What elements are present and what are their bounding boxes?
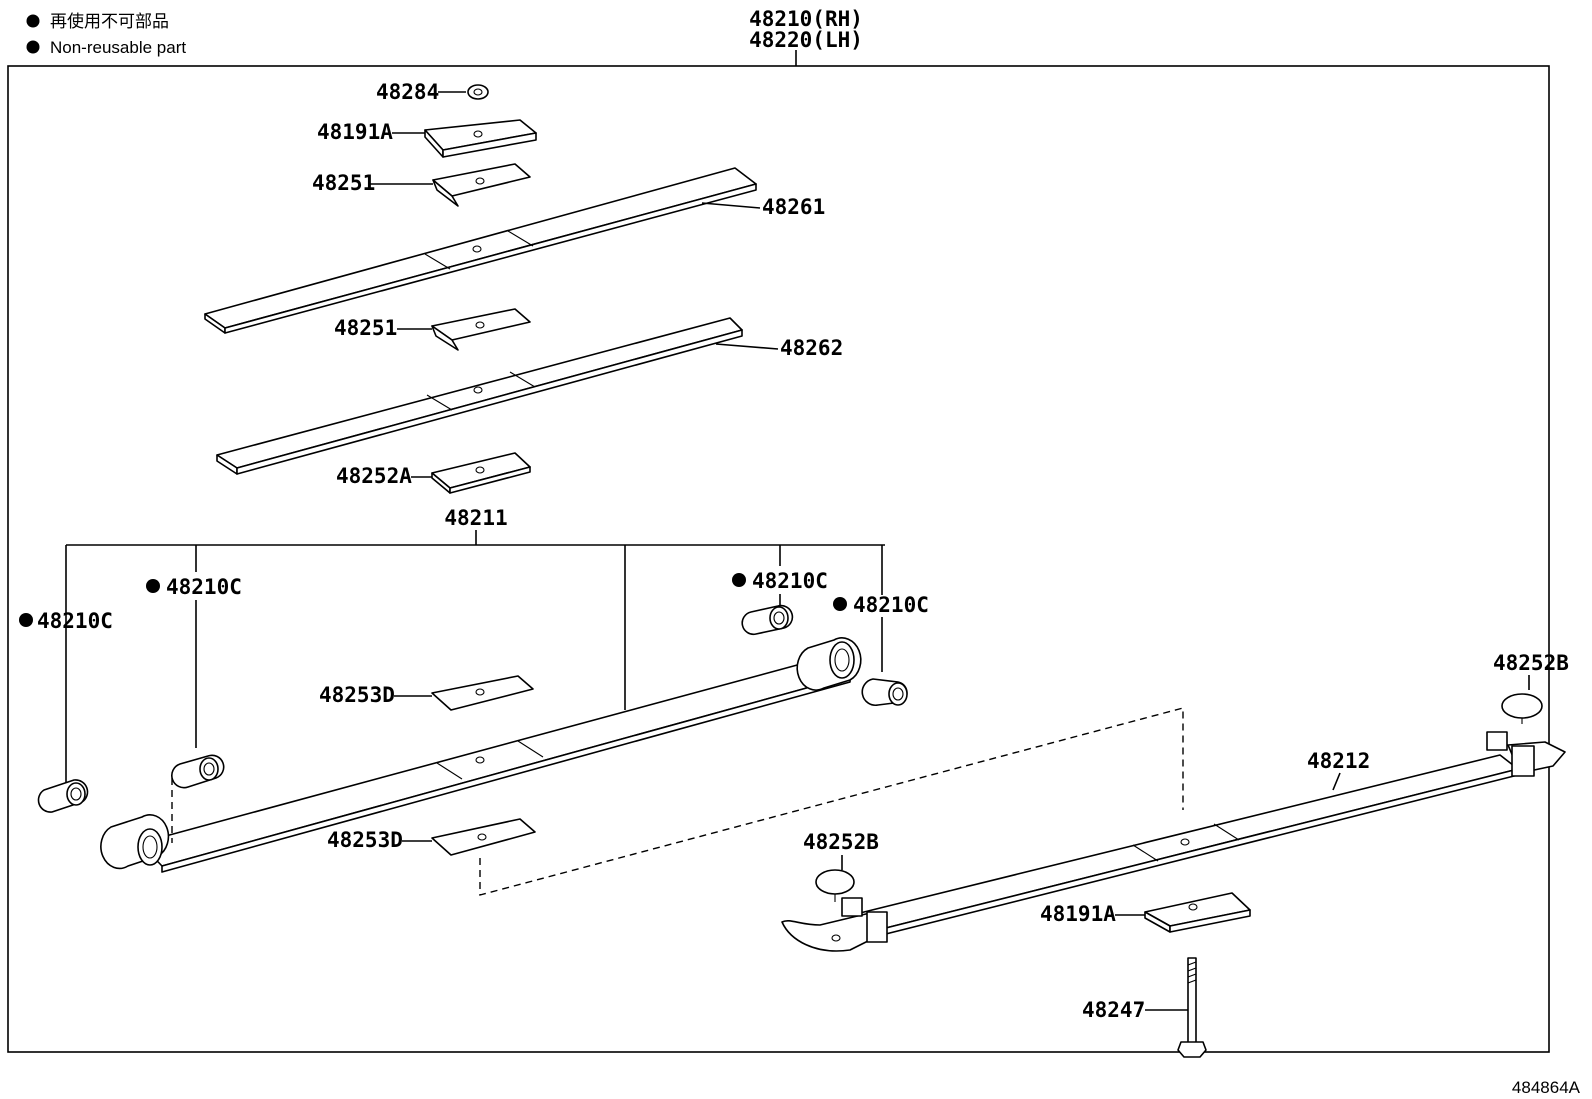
figure-id: 484864A xyxy=(1512,1078,1581,1097)
label-48247: 48247 xyxy=(1082,998,1145,1022)
pad-48191A-bottom xyxy=(1144,892,1251,933)
label-48211: 48211 xyxy=(444,506,507,530)
label-48251-lower: 48251 xyxy=(334,316,397,340)
label-48253D-lower: 48253D xyxy=(327,828,403,852)
bushing-48210C-3 xyxy=(741,604,794,636)
label-48252B-right: 48252B xyxy=(1493,651,1569,675)
label-48210C-2: 48210C xyxy=(166,575,242,599)
leader-48262 xyxy=(715,343,779,350)
label-48210C-4: 48210C xyxy=(853,593,929,617)
legend-english: Non-reusable part xyxy=(50,38,186,57)
legend: 再使用不可部品 Non-reusable part xyxy=(26,11,186,57)
pad-48191A-top xyxy=(424,119,537,158)
pad-48253D-lower xyxy=(431,818,536,856)
non-reusable-marker-icon xyxy=(26,14,40,28)
label-48210C-1: 48210C xyxy=(37,609,113,633)
pad-48253D-upper xyxy=(431,675,534,711)
bushing-48210C-4 xyxy=(861,678,908,707)
cap-48252B-mid xyxy=(815,869,855,902)
legend-japanese: 再使用不可部品 xyxy=(50,11,169,31)
bushing-48210C-1 xyxy=(37,779,89,813)
bushing-48210C-2 xyxy=(171,754,225,789)
label-48191A-bottom: 48191A xyxy=(1040,902,1116,926)
label-48191A-top: 48191A xyxy=(317,120,393,144)
label-48212: 48212 xyxy=(1307,749,1370,773)
label-48252B-mid: 48252B xyxy=(803,830,879,854)
non-reusable-marker-icon xyxy=(26,40,40,54)
non-reusable-marker-icon xyxy=(19,613,33,627)
leaf-48261 xyxy=(204,167,757,334)
alignment-line-right xyxy=(479,707,1184,896)
non-reusable-marker-icon xyxy=(732,573,746,587)
pad-48252A xyxy=(431,452,531,494)
leaf-48211 xyxy=(100,637,862,873)
bolt-48247-icon xyxy=(1177,957,1207,1058)
nut-48284-icon xyxy=(467,84,489,100)
clip-48251-upper xyxy=(432,163,531,207)
leader-48212 xyxy=(1332,772,1341,791)
label-48251-upper: 48251 xyxy=(312,171,375,195)
label-48284: 48284 xyxy=(376,80,439,104)
leaf-48212 xyxy=(781,731,1566,952)
cap-48252B-right xyxy=(1501,693,1543,724)
leader-48261 xyxy=(701,202,761,209)
label-48253D-upper: 48253D xyxy=(319,683,395,707)
label-48210C-3: 48210C xyxy=(752,569,828,593)
assembly-number-rh: 48210(RH) xyxy=(749,7,863,31)
label-48261: 48261 xyxy=(762,195,825,219)
clip-48251-lower xyxy=(431,308,531,351)
label-48262: 48262 xyxy=(780,336,843,360)
assembly-number-lh: 48220(LH) xyxy=(749,28,863,52)
label-48252A: 48252A xyxy=(336,464,412,488)
leaf-48262 xyxy=(216,317,743,475)
assembly-frame xyxy=(7,65,1550,1053)
non-reusable-marker-icon xyxy=(833,597,847,611)
non-reusable-marker-icon xyxy=(146,579,160,593)
